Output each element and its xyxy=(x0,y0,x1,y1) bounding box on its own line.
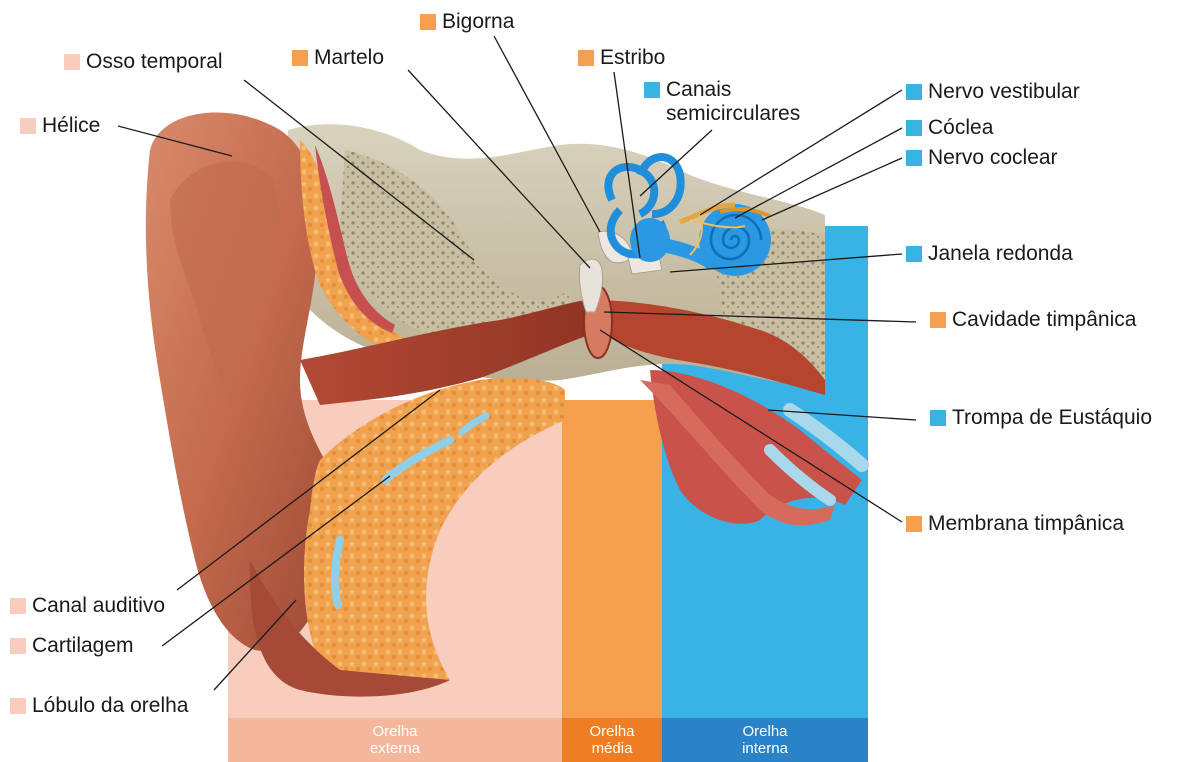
swatch-external xyxy=(20,118,36,134)
label-osso-temporal: Osso temporal xyxy=(64,50,223,74)
swatch-internal xyxy=(930,410,946,426)
label-janela-redonda: Janela redonda xyxy=(906,242,1073,266)
label-helice: Hélice xyxy=(20,114,100,138)
swatch-internal xyxy=(906,246,922,262)
swatch-middle xyxy=(292,50,308,66)
swatch-external xyxy=(10,598,26,614)
label-bigorna: Bigorna xyxy=(420,10,514,34)
label-cavidade-timpanica: Cavidade timpânica xyxy=(930,308,1136,332)
swatch-internal xyxy=(644,82,660,98)
label-canal-auditivo: Canal auditivo xyxy=(10,594,165,618)
label-cartilagem: Cartilagem xyxy=(10,634,134,658)
label-membrana-timpanica: Membrana timpânica xyxy=(906,512,1124,536)
swatch-middle xyxy=(930,312,946,328)
label-trompa-eustaquio: Trompa de Eustáquio xyxy=(930,406,1152,430)
label-estribo: Estribo xyxy=(578,46,665,70)
swatch-internal xyxy=(906,150,922,166)
label-nervo-vestibular: Nervo vestibular xyxy=(906,80,1080,104)
swatch-internal xyxy=(906,84,922,100)
swatch-internal xyxy=(906,120,922,136)
label-martelo: Martelo xyxy=(292,46,384,70)
cartilage-shape xyxy=(304,378,565,680)
vestibule-shape xyxy=(630,218,670,262)
swatch-external xyxy=(10,638,26,654)
leader-nervo-coclear xyxy=(762,158,902,220)
label-coclea: Cóclea xyxy=(906,116,993,140)
swatch-middle xyxy=(578,50,594,66)
label-lobulo-orelha: Lóbulo da orelha xyxy=(10,694,188,718)
swatch-external xyxy=(10,698,26,714)
label-nervo-coclear: Nervo coclear xyxy=(906,146,1058,170)
swatch-middle xyxy=(420,14,436,30)
swatch-external xyxy=(64,54,80,70)
swatch-middle xyxy=(906,516,922,532)
